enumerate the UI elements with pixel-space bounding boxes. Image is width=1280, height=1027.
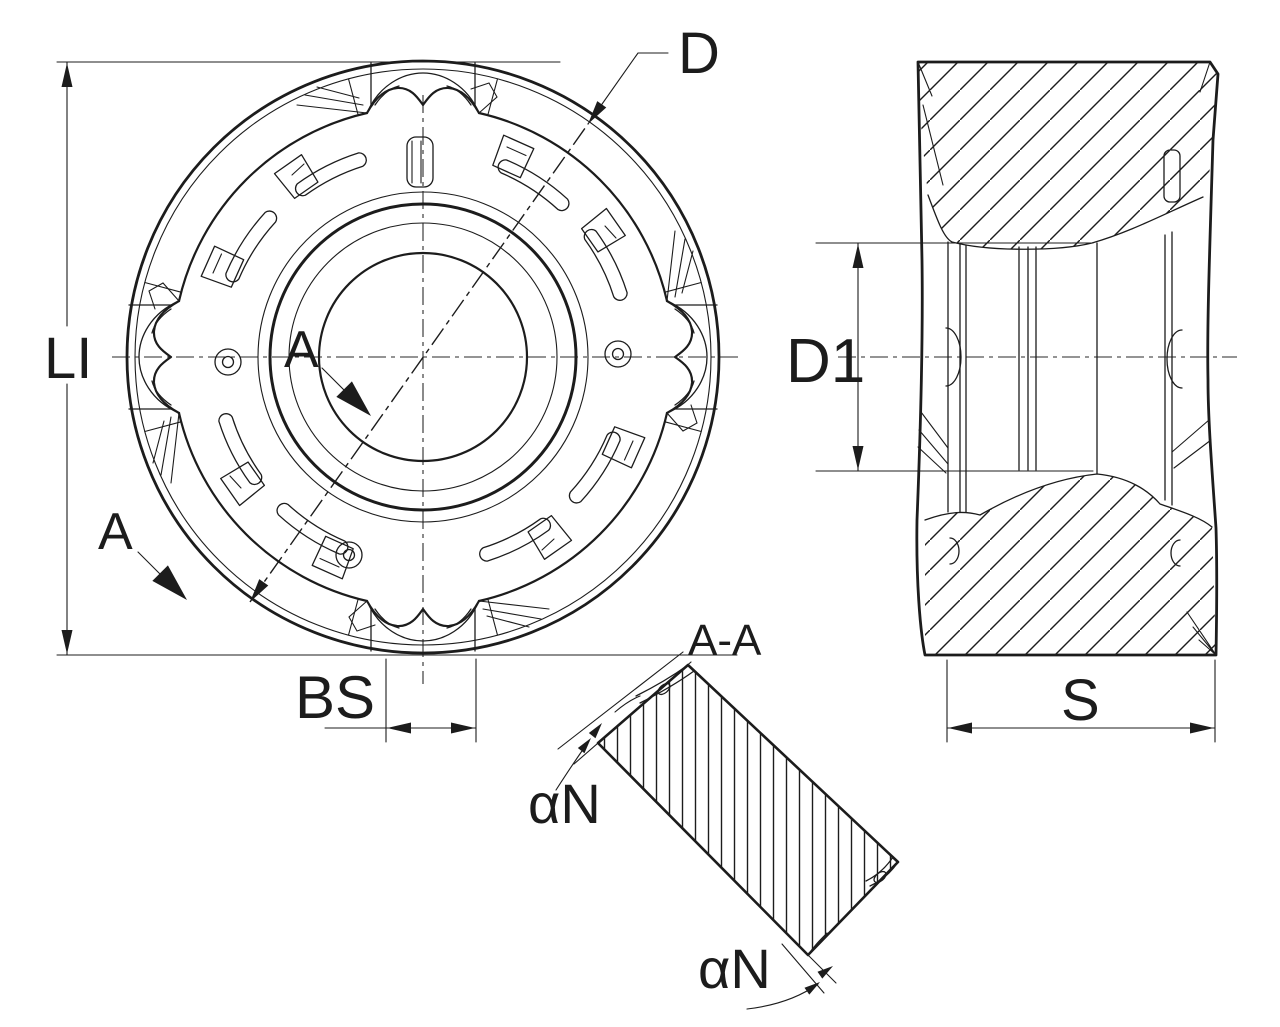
d1-dimension-label: D1 bbox=[786, 327, 865, 396]
side-view bbox=[815, 60, 1237, 743]
alpha-callout-bottom bbox=[746, 936, 837, 1010]
section-arrow-label-center: A bbox=[284, 321, 319, 379]
s-dimension bbox=[946, 659, 1216, 743]
key-slot bbox=[406, 136, 434, 188]
d1-dimension bbox=[815, 242, 1094, 472]
alpha-callout-top bbox=[555, 651, 692, 791]
screw-hole bbox=[214, 340, 632, 569]
section-aa-view bbox=[555, 651, 900, 1010]
bs-dimension bbox=[324, 658, 477, 743]
section-title: A-A bbox=[688, 616, 762, 665]
li-dimension-label: LI bbox=[44, 326, 92, 391]
li-dimension bbox=[56, 61, 738, 656]
clearance-angle-label-bottom: αN bbox=[698, 937, 771, 1000]
front-view bbox=[56, 52, 742, 743]
s-dimension-label: S bbox=[1061, 668, 1100, 733]
section-arrow-label-lower: A bbox=[98, 503, 133, 561]
diameter-label: D bbox=[678, 21, 720, 86]
bs-dimension-label: BS bbox=[295, 664, 375, 731]
clearance-angle-label-top: αN bbox=[528, 772, 601, 835]
